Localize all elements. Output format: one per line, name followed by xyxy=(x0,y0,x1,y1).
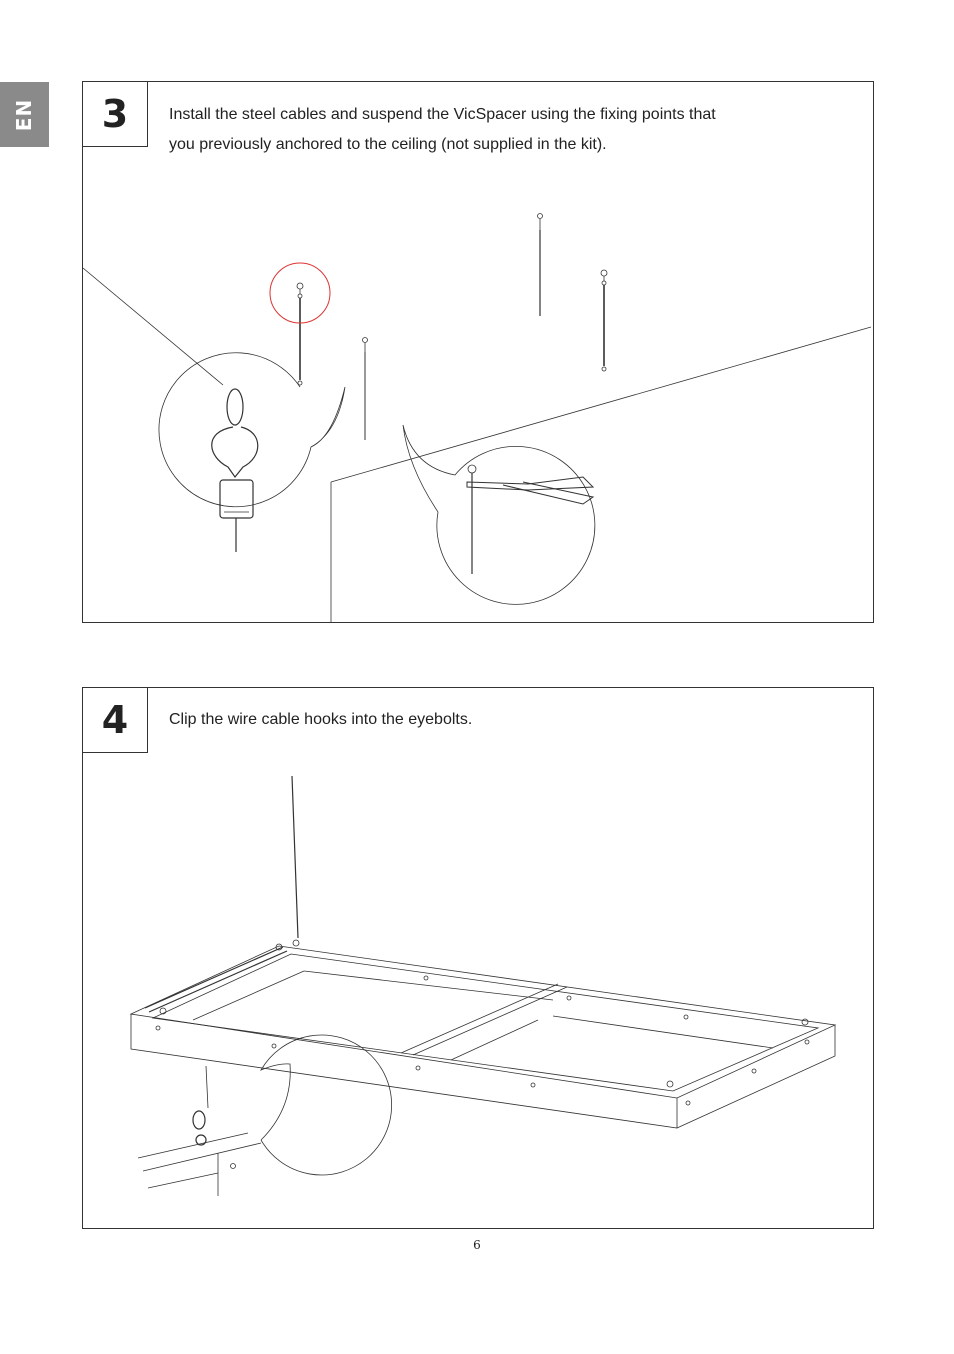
step-3-illustration xyxy=(83,213,872,622)
step-instruction: Clip the wire cable hooks into the eyebo… xyxy=(169,705,472,735)
step-instruction-line: Install the steel cables and suspend the… xyxy=(169,106,716,123)
hanging-cable xyxy=(291,775,299,939)
step-instruction-line: Clip the wire cable hooks into the eyebo… xyxy=(169,711,473,728)
step-4-box: 4 Clip the wire cable hooks into the eye… xyxy=(82,687,874,1229)
detail-bubble-left xyxy=(158,352,346,508)
page-number: 6 xyxy=(473,1238,481,1252)
step-4-illustration xyxy=(129,775,837,1196)
detail-pliers xyxy=(466,464,595,574)
cable-4 xyxy=(600,269,608,372)
cable-3 xyxy=(537,213,543,316)
detail-bubble-right xyxy=(402,424,596,605)
detail-eyebolt xyxy=(137,1065,262,1196)
language-tab: EN xyxy=(0,82,49,147)
wall-edge-left xyxy=(83,267,224,386)
step-3-box: 3 Install the steel cables and suspend t… xyxy=(82,81,874,623)
step-instruction: Install the steel cables and suspend the… xyxy=(169,100,716,160)
cable-1 xyxy=(296,282,304,386)
frame-front-side xyxy=(130,1014,678,1129)
step-instruction-line: you previously anchored to the ceiling (… xyxy=(169,136,607,153)
step-number: 3 xyxy=(82,81,148,147)
frame-top xyxy=(129,945,837,1099)
detail-hook-left xyxy=(211,388,259,552)
cable-2 xyxy=(362,337,368,440)
language-label: EN xyxy=(12,98,37,131)
frame-bolts xyxy=(155,943,810,1106)
wall-edge-right xyxy=(330,326,872,483)
step-number: 4 xyxy=(82,687,148,753)
detail-bubble xyxy=(260,1034,392,1176)
frame-right-side xyxy=(676,1025,836,1129)
highlight-ring xyxy=(269,262,331,324)
